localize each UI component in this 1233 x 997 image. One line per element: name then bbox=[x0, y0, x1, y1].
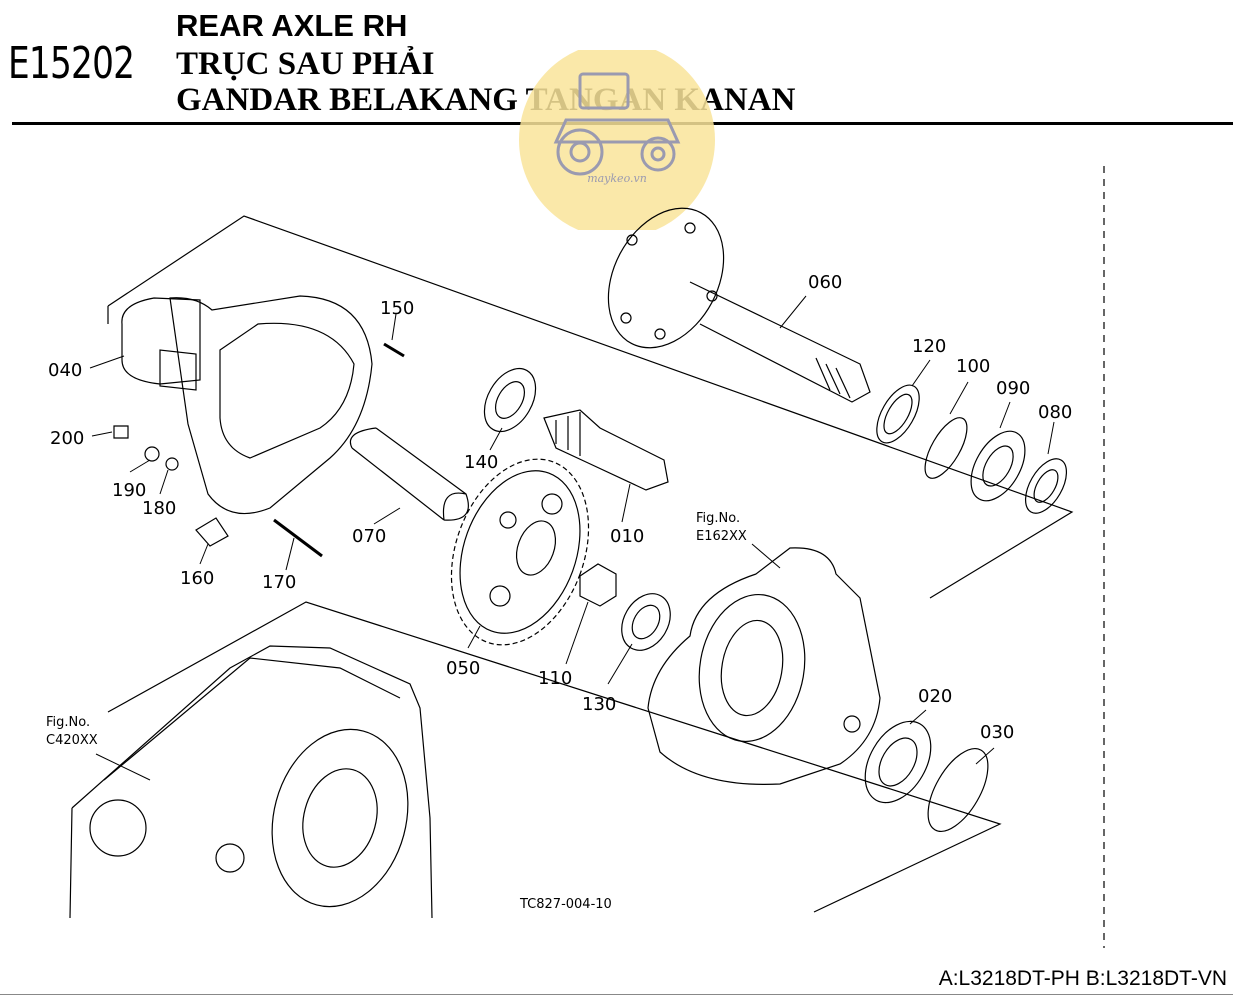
stud-170 bbox=[273, 518, 323, 558]
parts-diagram: 040 150 200 190 180 160 170 070 140 010 … bbox=[46, 166, 1105, 948]
nut-190 bbox=[144, 446, 160, 462]
case-c420xx bbox=[69, 645, 433, 919]
leader-lines bbox=[89, 295, 1055, 781]
assembly-box-top bbox=[107, 215, 1074, 599]
assembly-box-bottom bbox=[107, 601, 1002, 913]
pinion-shaft bbox=[543, 409, 669, 491]
snap-ring-100 bbox=[924, 417, 968, 479]
label-060: 060 bbox=[808, 272, 842, 293]
fig-ref-label-c420xx: Fig.No. bbox=[46, 715, 90, 730]
seal-080 bbox=[1024, 458, 1068, 514]
title-vi: TRỤC SAU PHẢI bbox=[176, 46, 435, 82]
label-160: 160 bbox=[180, 568, 214, 589]
label-120: 120 bbox=[912, 336, 946, 357]
label-090: 090 bbox=[996, 378, 1030, 399]
tractor-icon bbox=[553, 72, 681, 176]
label-140: 140 bbox=[464, 452, 498, 473]
watermark-text: maykeo.vn bbox=[587, 172, 647, 185]
fig-ref-label-e162xx: Fig.No. bbox=[696, 511, 740, 526]
label-100: 100 bbox=[956, 356, 990, 377]
label-190: 190 bbox=[112, 480, 146, 501]
bearing-140 bbox=[483, 367, 537, 433]
page-code: E15202 bbox=[8, 38, 135, 89]
watermark-circle bbox=[519, 50, 715, 230]
nut-110 bbox=[579, 563, 617, 607]
fig-ref-e162xx: E162XX bbox=[696, 529, 747, 544]
axle-case bbox=[121, 295, 373, 515]
bearing-130 bbox=[621, 593, 671, 651]
bolt-160 bbox=[195, 517, 229, 547]
drawing-code: TC827-004-10 bbox=[519, 897, 612, 912]
footer-rule bbox=[0, 994, 1233, 995]
label-130: 130 bbox=[582, 694, 616, 715]
pin-150 bbox=[383, 342, 405, 358]
housing-e162xx bbox=[647, 547, 881, 785]
label-020: 020 bbox=[918, 686, 952, 707]
label-040: 040 bbox=[48, 360, 82, 381]
label-010: 010 bbox=[610, 526, 644, 547]
gear-050 bbox=[450, 458, 590, 646]
label-070: 070 bbox=[352, 526, 386, 547]
seal-120 bbox=[876, 384, 920, 444]
axle-tube bbox=[349, 427, 469, 521]
label-180: 180 bbox=[142, 498, 176, 519]
snap-ring-030 bbox=[927, 748, 989, 832]
label-080: 080 bbox=[1038, 402, 1072, 423]
label-050: 050 bbox=[446, 658, 480, 679]
label-030: 030 bbox=[980, 722, 1014, 743]
watermark-logo: maykeo.vn bbox=[519, 50, 715, 230]
axle-shaft bbox=[607, 207, 871, 403]
label-110: 110 bbox=[538, 668, 572, 689]
fig-ref-c420xx: C420XX bbox=[46, 733, 98, 748]
label-170: 170 bbox=[262, 572, 296, 593]
plug-200 bbox=[113, 425, 129, 439]
bearing-090 bbox=[970, 430, 1026, 502]
title-en: REAR AXLE RH bbox=[176, 8, 408, 43]
bearing-020 bbox=[864, 720, 932, 804]
label-200: 200 bbox=[50, 428, 84, 449]
washer-180 bbox=[165, 457, 179, 471]
label-150: 150 bbox=[380, 298, 414, 319]
model-footer: A:L3218DT-PH B:L3218DT-VN bbox=[938, 967, 1227, 990]
